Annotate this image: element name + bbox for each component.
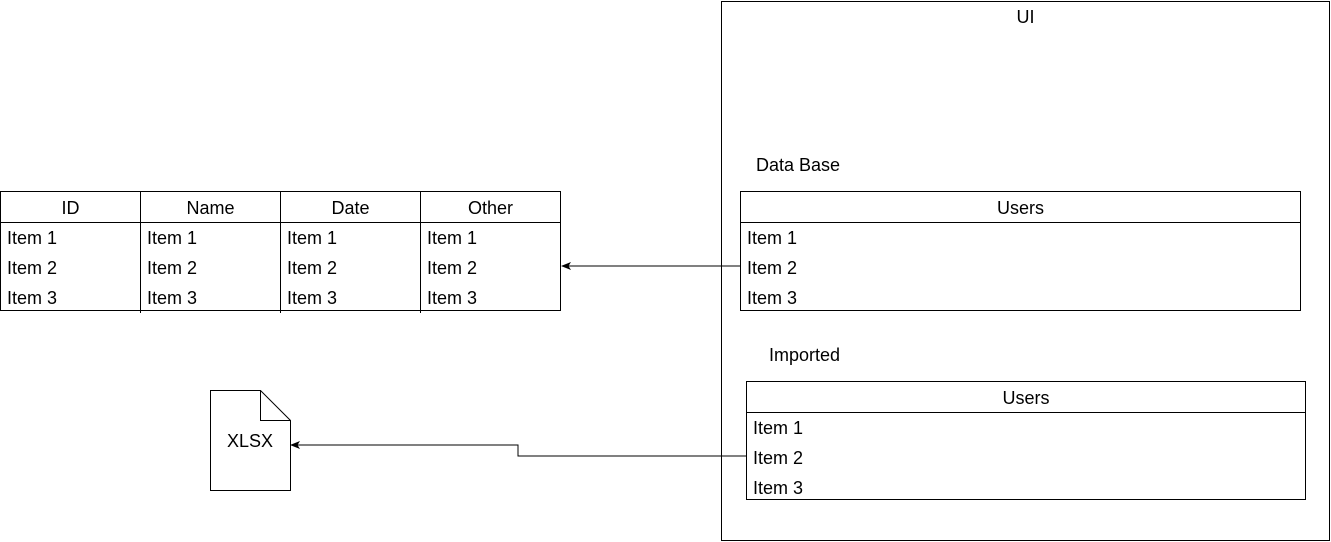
left-table-column-date: Date Item 1 Item 2 Item 3 — [281, 192, 421, 313]
list-item: Item 2 — [753, 448, 804, 468]
list-item: Item 2 — [747, 258, 798, 278]
table-cell: Item 3 — [147, 288, 198, 308]
table-cell: Item 1 — [147, 228, 198, 248]
ui-container — [721, 1, 1330, 541]
arrow-imported-to-xlsx — [290, 441, 746, 457]
column-header-id: ID — [1, 192, 140, 223]
imported-users-table: Users Item 1 Item 2 Item 3 — [746, 381, 1306, 500]
imported-label: Imported — [769, 345, 841, 365]
xlsx-document-icon — [210, 390, 291, 491]
column-header-other: Other — [421, 192, 560, 223]
table-cell: Item 2 — [287, 258, 338, 278]
database-users-header: Users — [741, 192, 1300, 223]
column-header-name: Name — [141, 192, 280, 223]
database-users-table: Users Item 1 Item 2 Item 3 — [740, 191, 1301, 311]
left-table-column-other: Other Item 1 Item 2 Item 3 — [421, 192, 560, 313]
column-header-date: Date — [281, 192, 420, 223]
table-cell: Item 3 — [287, 288, 338, 308]
table-cell: Item 2 — [7, 258, 58, 278]
table-cell: Item 1 — [287, 228, 338, 248]
left-table-column-name: Name Item 1 Item 2 Item 3 — [141, 192, 281, 313]
database-label: Data Base — [756, 155, 841, 175]
table-cell: Item 3 — [427, 288, 478, 308]
list-item: Item 1 — [747, 228, 798, 248]
table-cell: Item 3 — [7, 288, 58, 308]
xlsx-label: XLSX — [226, 431, 274, 451]
list-item: Item 3 — [753, 478, 804, 498]
left-table-column-id: ID Item 1 Item 2 Item 3 — [1, 192, 141, 313]
left-table: ID Item 1 Item 2 Item 3 Name Item 1 Item… — [0, 191, 561, 313]
ui-title: UI — [1016, 7, 1035, 27]
list-item: Item 3 — [747, 288, 798, 308]
table-cell: Item 1 — [427, 228, 478, 248]
table-cell: Item 2 — [427, 258, 478, 278]
table-cell: Item 1 — [7, 228, 58, 248]
table-cell: Item 2 — [147, 258, 198, 278]
imported-users-header: Users — [747, 382, 1305, 413]
list-item: Item 1 — [753, 418, 804, 438]
